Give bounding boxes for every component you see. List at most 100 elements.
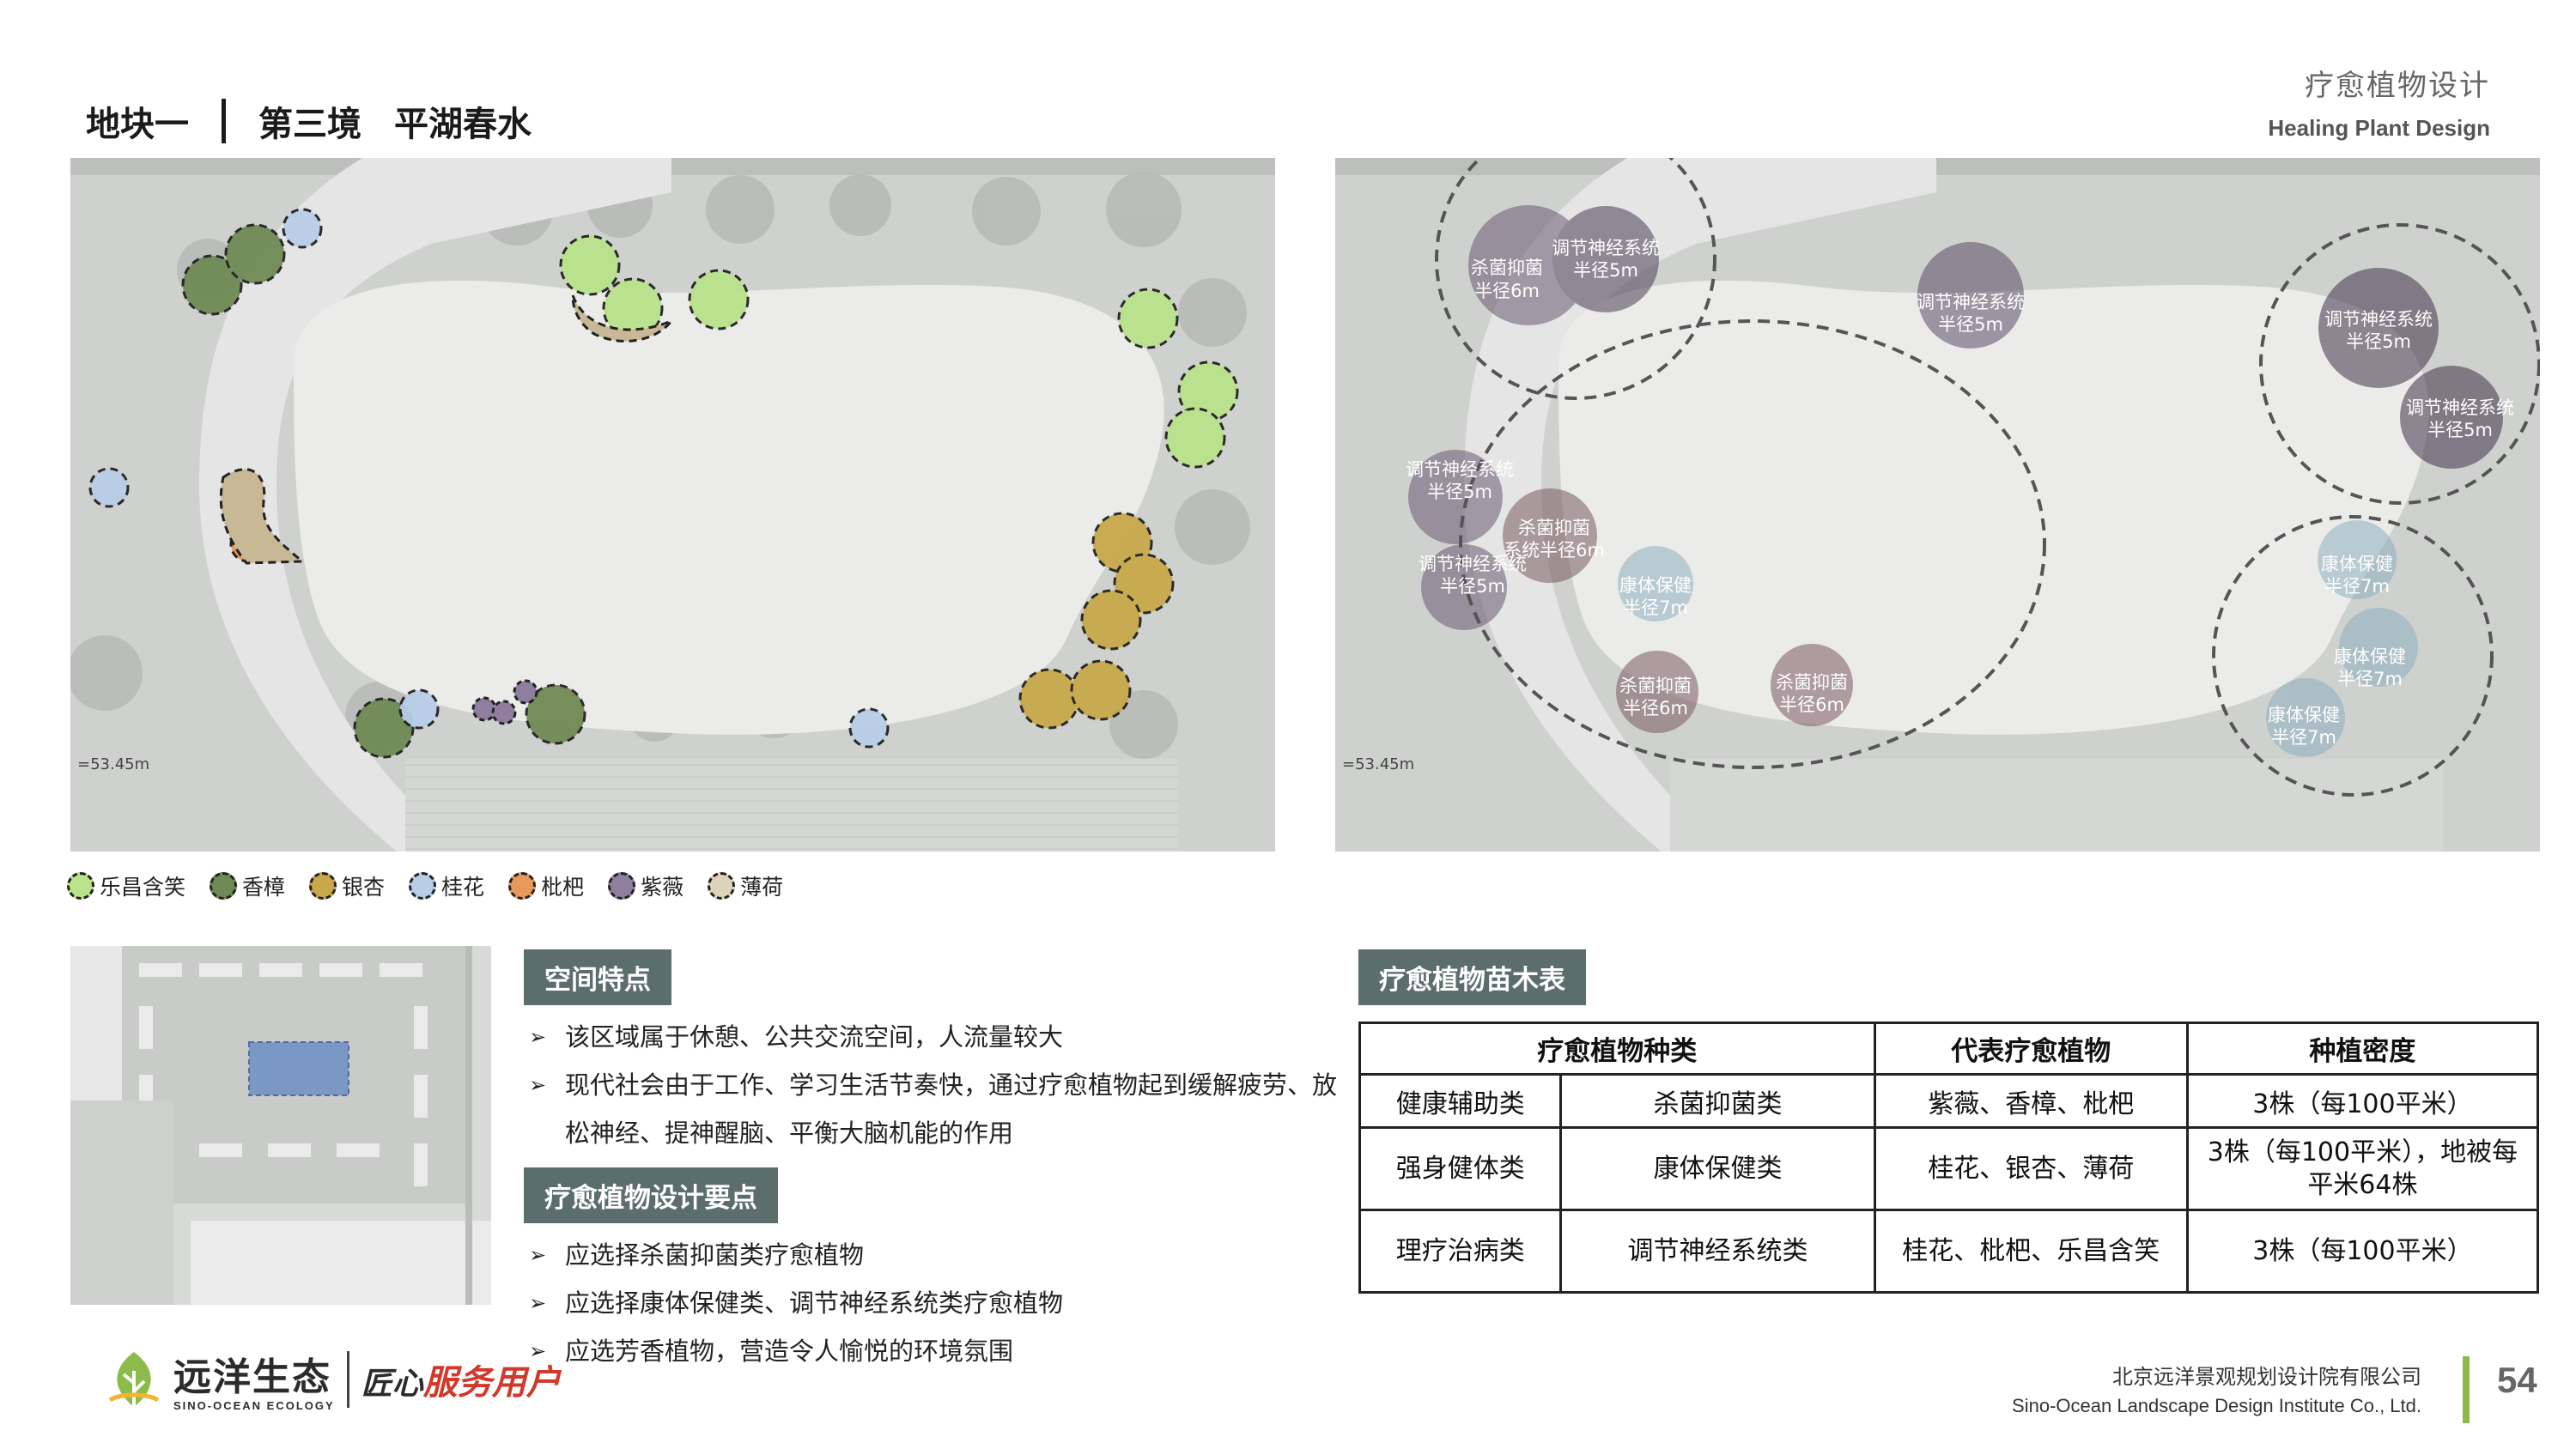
svg-text:康体保健: 康体保健 bbox=[2268, 705, 2340, 725]
page-number: 54 bbox=[2497, 1360, 2537, 1400]
legend-label: 乐昌含笑 bbox=[100, 875, 186, 900]
svg-text:=53.45m: =53.45m bbox=[77, 755, 149, 773]
svg-text:半径7m: 半径7m bbox=[2337, 669, 2403, 689]
legend-swatch bbox=[67, 872, 94, 900]
company-info: 北京远洋景观规划设计院有限公司 Sino-Ocean Landscape Des… bbox=[2012, 1360, 2421, 1417]
legend-swatch bbox=[409, 872, 437, 900]
legend-label: 紫薇 bbox=[641, 875, 684, 900]
space-features-title: 空间特点 bbox=[524, 949, 671, 1005]
legend-label: 薄荷 bbox=[740, 875, 784, 900]
svg-text:杀菌抑菌: 杀菌抑菌 bbox=[1471, 258, 1543, 278]
list-item: ➢ 应选择康体保健类、调节神经系统类疗愈植物 bbox=[529, 1279, 1345, 1327]
svg-text:=53.45m: =53.45m bbox=[1342, 755, 1414, 773]
key-plan-highlight bbox=[248, 1041, 349, 1096]
svg-text:半径5m: 半径5m bbox=[1427, 482, 1492, 502]
table-header-row: 疗愈植物种类 代表疗愈植物 种植密度 bbox=[1358, 1022, 2540, 1076]
svg-text:调节神经系统: 调节神经系统 bbox=[2406, 397, 2514, 418]
legend-swatch bbox=[608, 872, 636, 900]
table-cell: 康体保健类 bbox=[1559, 1126, 1876, 1211]
legend-swatch bbox=[309, 872, 337, 900]
design-points-title: 疗愈植物设计要点 bbox=[524, 1167, 778, 1223]
svg-text:半径5m: 半径5m bbox=[1938, 314, 2003, 335]
svg-text:半径6m: 半径6m bbox=[1779, 694, 1844, 715]
table-cell: 3株（每100平米），地被每平米64株 bbox=[2185, 1126, 2540, 1211]
svg-text:调节神经系统: 调节神经系统 bbox=[1917, 292, 2025, 312]
plant-table: 疗愈植物种类 代表疗愈植物 种植密度 健康辅助类 杀菌抑菌类 紫薇、香樟、枇杷 … bbox=[1358, 1022, 2540, 1294]
svg-text:康体保健: 康体保健 bbox=[2321, 554, 2393, 574]
scene-number: 第三境 bbox=[258, 105, 361, 144]
table-cell: 桂花、银杏、薄荷 bbox=[1873, 1126, 2189, 1211]
svg-text:康体保健: 康体保健 bbox=[2334, 646, 2406, 667]
legend-label: 香樟 bbox=[242, 875, 286, 900]
block-name: 地块一 bbox=[86, 105, 189, 144]
svg-text:半径5m: 半径5m bbox=[2346, 331, 2411, 352]
footer-accent-bar bbox=[2463, 1356, 2470, 1423]
topic-title-en: Healing Plant Design bbox=[2268, 115, 2490, 141]
healing-zone-map: =53.45m 杀菌抑菌 半径6m bbox=[1335, 158, 2540, 852]
table-cell: 杀菌抑菌类 bbox=[1559, 1073, 1876, 1129]
svg-text:调节神经系统: 调节神经系统 bbox=[2324, 309, 2433, 330]
table-cell: 理疗治病类 bbox=[1358, 1209, 1563, 1294]
plant-legend: 乐昌含笑 香樟 银杏 桂花 枇杷 紫薇 薄荷 bbox=[67, 870, 783, 901]
table-row: 理疗治病类 调节神经系统类 桂花、枇杷、乐昌含笑 3株（每100平米） bbox=[1358, 1209, 2540, 1294]
svg-text:系统半径6m: 系统半径6m bbox=[1504, 540, 1605, 561]
legend-item: 桂花 bbox=[409, 870, 484, 901]
company-logo: 远洋生态 SINO-OCEAN ECOLOGY 匠心 服务用户 bbox=[103, 1346, 561, 1412]
slogan: 匠心 服务用户 bbox=[361, 1355, 561, 1404]
table-header-cell: 代表疗愈植物 bbox=[1873, 1022, 2189, 1076]
svg-text:半径5m: 半径5m bbox=[2427, 420, 2493, 440]
arrow-bullet-icon: ➢ bbox=[529, 1073, 547, 1097]
svg-text:半径6m: 半径6m bbox=[1474, 281, 1540, 301]
svg-text:半径6m: 半径6m bbox=[1623, 698, 1688, 718]
table-header-cell: 疗愈植物种类 bbox=[1358, 1022, 1876, 1076]
svg-text:调节神经系统: 调节神经系统 bbox=[1406, 459, 1514, 480]
svg-text:半径7m: 半径7m bbox=[2324, 576, 2390, 597]
list-item: ➢ 该区域属于休憩、公共交流空间，人流量较大 bbox=[529, 1013, 1345, 1061]
space-features-list: ➢ 该区域属于休憩、公共交流空间，人流量较大 ➢ 现代社会由于工作、学习生活节奏… bbox=[529, 1013, 1345, 1157]
table-cell: 桂花、枇杷、乐昌含笑 bbox=[1873, 1209, 2189, 1294]
legend-item: 香樟 bbox=[210, 870, 285, 901]
table-cell: 强身健体类 bbox=[1358, 1126, 1563, 1211]
leaf-logo-icon bbox=[108, 1351, 160, 1407]
table-cell: 健康辅助类 bbox=[1358, 1073, 1563, 1129]
table-header-cell: 种植密度 bbox=[2185, 1022, 2540, 1076]
company-name-cn: 北京远洋景观规划设计院有限公司 bbox=[2112, 1365, 2421, 1389]
slogan-part-2: 服务用户 bbox=[422, 1362, 561, 1403]
logo-en: SINO-OCEAN ECOLOGY bbox=[173, 1399, 335, 1412]
legend-item: 薄荷 bbox=[708, 870, 783, 901]
arrow-bullet-icon: ➢ bbox=[529, 1339, 547, 1363]
svg-text:杀菌抑菌: 杀菌抑菌 bbox=[1776, 672, 1848, 693]
legend-item: 枇杷 bbox=[508, 870, 584, 901]
company-name-en: Sino-Ocean Landscape Design Institute Co… bbox=[2012, 1395, 2421, 1416]
arrow-bullet-icon: ➢ bbox=[529, 1025, 547, 1049]
title-divider bbox=[222, 99, 226, 143]
table-row: 强身健体类 康体保健类 桂花、银杏、薄荷 3株（每100平米），地被每平米64株 bbox=[1358, 1126, 2540, 1211]
legend-label: 银杏 bbox=[342, 875, 386, 900]
legend-label: 枇杷 bbox=[541, 875, 585, 900]
logo-cn: 远洋生态 bbox=[173, 1355, 331, 1399]
topic-title-cn: 疗愈植物设计 bbox=[2305, 69, 2490, 103]
arrow-bullet-icon: ➢ bbox=[529, 1291, 547, 1315]
table-cell: 紫薇、香樟、枇杷 bbox=[1873, 1073, 2189, 1129]
legend-swatch bbox=[708, 872, 736, 900]
legend-label: 桂花 bbox=[441, 875, 485, 900]
svg-text:杀菌抑菌: 杀菌抑菌 bbox=[1619, 676, 1692, 696]
svg-text:康体保健: 康体保健 bbox=[1619, 575, 1692, 596]
legend-item: 紫薇 bbox=[608, 870, 683, 901]
list-item: ➢ 应选择杀菌抑菌类疗愈植物 bbox=[529, 1231, 1345, 1279]
list-item: ➢ 现代社会由于工作、学习生活节奏快，通过疗愈植物起到缓解疲劳、放松神经、提神醒… bbox=[529, 1061, 1345, 1157]
svg-text:半径5m: 半径5m bbox=[1440, 576, 1505, 597]
legend-item: 银杏 bbox=[309, 870, 385, 901]
svg-text:半径7m: 半径7m bbox=[1623, 597, 1688, 618]
design-points-list: ➢ 应选择杀菌抑菌类疗愈植物 ➢ 应选择康体保健类、调节神经系统类疗愈植物 ➢ … bbox=[529, 1231, 1345, 1375]
table-row: 健康辅助类 杀菌抑菌类 紫薇、香樟、枇杷 3株（每100平米） bbox=[1358, 1073, 2540, 1129]
logo-text: 远洋生态 SINO-OCEAN ECOLOGY bbox=[173, 1346, 335, 1412]
legend-item: 乐昌含笑 bbox=[67, 870, 185, 901]
slogan-part-1: 匠心 bbox=[361, 1366, 423, 1402]
plant-table-title: 疗愈植物苗木表 bbox=[1358, 949, 1586, 1005]
svg-text:半径5m: 半径5m bbox=[1573, 260, 1638, 281]
table-cell: 3株（每100平米） bbox=[2185, 1209, 2540, 1294]
svg-text:半径7m: 半径7m bbox=[2271, 727, 2336, 748]
key-plan-map bbox=[70, 946, 491, 1305]
page-title: 地块一 第三境 平湖春水 bbox=[86, 96, 532, 146]
